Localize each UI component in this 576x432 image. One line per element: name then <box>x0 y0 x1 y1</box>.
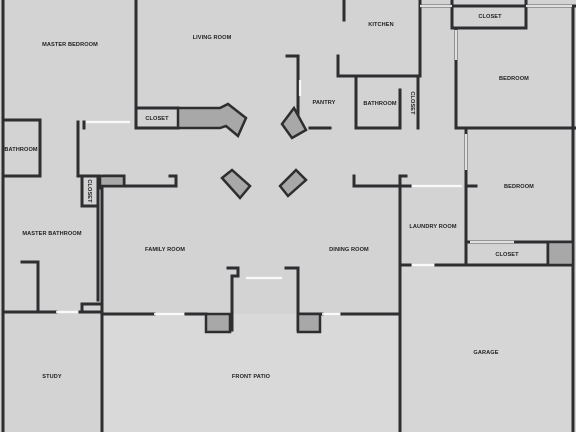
living-fireplace <box>176 102 248 139</box>
label-kitchen: KITCHEN <box>368 22 394 28</box>
label-bathroom-left: BATHROOM <box>4 147 38 153</box>
label-dining-room: DINING ROOM <box>329 247 369 253</box>
label-bedroom-lower: BEDROOM <box>504 184 534 190</box>
label-closet-living: CLOSET <box>145 116 169 122</box>
label-master-bathroom: MASTER BATHROOM <box>22 231 81 237</box>
label-master-bedroom: MASTER BEDROOM <box>42 42 98 48</box>
center-column-right <box>278 168 308 198</box>
patio-post-left <box>204 312 232 334</box>
center-column-top <box>280 105 308 140</box>
doorways <box>56 4 572 316</box>
center-column-left <box>220 168 252 200</box>
room-labels: MASTER BEDROOM LIVING ROOM KITCHEN CLOSE… <box>4 14 534 380</box>
label-closet-top-right: CLOSET <box>478 14 502 20</box>
label-study: STUDY <box>42 374 62 380</box>
hall-column <box>98 174 126 188</box>
label-closet-bottom-right: CLOSET <box>495 252 519 258</box>
label-garage: GARAGE <box>473 350 498 356</box>
label-family-room: FAMILY ROOM <box>145 247 185 253</box>
label-laundry-room: LAUNDRY ROOM <box>409 224 456 230</box>
patio-post-right <box>296 312 322 334</box>
label-closet-vertical-left: CLOSET <box>86 179 92 203</box>
garage-floor <box>400 265 576 432</box>
label-bedroom-upper: BEDROOM <box>499 76 529 82</box>
fixtures <box>98 102 575 334</box>
label-closet-vertical-right: CLOSET <box>409 91 415 115</box>
closet-shelf <box>546 240 575 267</box>
label-living-room: LIVING ROOM <box>193 35 232 41</box>
label-pantry: PANTRY <box>313 100 336 106</box>
label-bathroom-center: BATHROOM <box>363 101 397 107</box>
front-patio-floor <box>102 314 400 432</box>
label-front-patio: FRONT PATIO <box>232 374 271 380</box>
